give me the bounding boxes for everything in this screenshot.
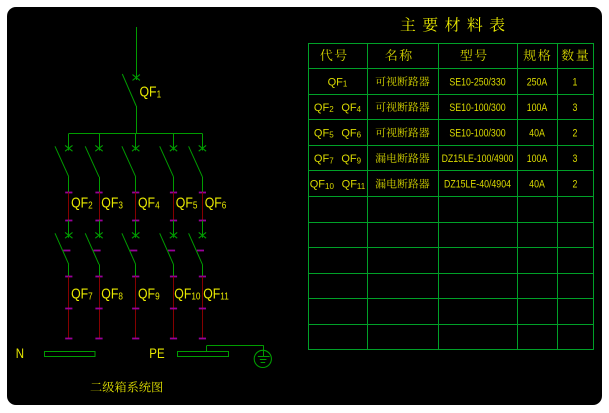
svg-text:QF6: QF6	[205, 195, 227, 211]
svg-text:QF7 QF9: QF7 QF9	[314, 153, 362, 165]
svg-text:2: 2	[573, 128, 578, 140]
svg-text:DZ15LE-100/4900: DZ15LE-100/4900	[442, 153, 514, 165]
svg-text:QF2 QF4: QF2 QF4	[314, 102, 362, 114]
svg-text:100A: 100A	[527, 153, 548, 165]
svg-text:QF9: QF9	[138, 286, 160, 302]
svg-text:40A: 40A	[529, 128, 545, 140]
svg-text:PE: PE	[149, 346, 164, 361]
svg-text:3: 3	[573, 153, 578, 165]
svg-text:QF1: QF1	[328, 76, 348, 88]
svg-text:DZ15LE-40/4904: DZ15LE-40/4904	[444, 179, 511, 191]
svg-text:N: N	[16, 346, 24, 361]
svg-text:QF7: QF7	[71, 286, 93, 302]
svg-text:SE10-100/300: SE10-100/300	[449, 102, 506, 114]
svg-text:SE10-250/330: SE10-250/330	[449, 77, 506, 89]
svg-text:2: 2	[573, 179, 578, 191]
svg-text:1: 1	[573, 77, 578, 89]
svg-text:QF2: QF2	[71, 195, 93, 211]
svg-text:QF10: QF10	[174, 286, 200, 302]
svg-text:100A: 100A	[527, 102, 548, 114]
svg-text:250A: 250A	[527, 77, 548, 89]
svg-text:QF11: QF11	[203, 286, 229, 302]
svg-text:QF5 QF6: QF5 QF6	[314, 128, 362, 140]
svg-text:QF10 QF11: QF10 QF11	[310, 179, 366, 191]
svg-text:QF5: QF5	[176, 195, 198, 211]
svg-text:QF8: QF8	[101, 286, 123, 302]
svg-text:QF1: QF1	[140, 83, 162, 99]
svg-text:QF3: QF3	[101, 195, 123, 211]
svg-text:SE10-100/300: SE10-100/300	[449, 128, 506, 140]
svg-text:40A: 40A	[529, 179, 545, 191]
svg-text:QF4: QF4	[138, 195, 160, 211]
svg-text:3: 3	[573, 102, 578, 114]
